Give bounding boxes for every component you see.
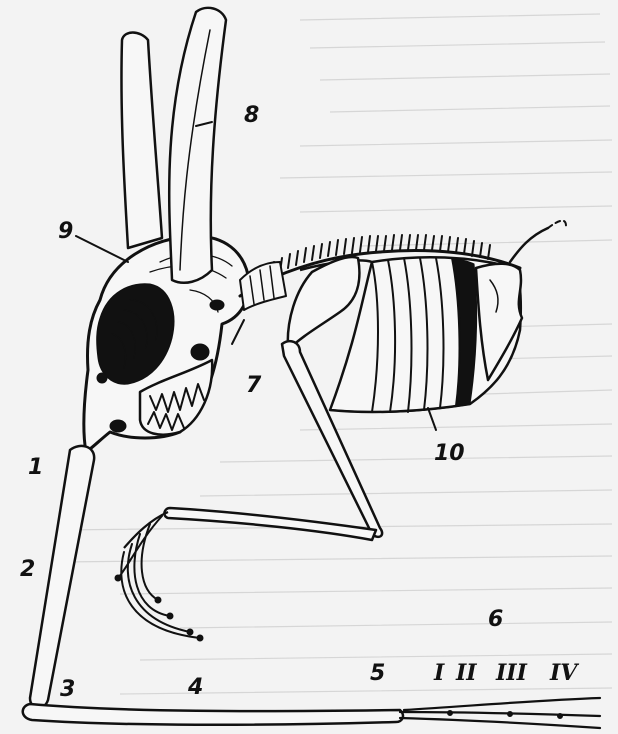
- label-5: 5: [370, 661, 385, 686]
- label-9: 9: [58, 219, 73, 244]
- label-8: 8: [244, 103, 259, 128]
- digit-label-III: III: [495, 660, 528, 686]
- digit-label-I: I: [433, 660, 445, 686]
- label-1: 1: [28, 455, 43, 480]
- ear-opening: [210, 300, 224, 310]
- digit-label-II: II: [455, 660, 477, 686]
- label-3: 3: [60, 677, 75, 702]
- jaw-joint: [191, 344, 209, 360]
- label-6: 6: [488, 607, 503, 632]
- label-10: 10: [434, 441, 465, 466]
- label-4: 4: [187, 675, 203, 700]
- label-7: 7: [246, 373, 262, 398]
- digit-label-IV: IV: [549, 660, 579, 686]
- label-2: 2: [20, 557, 35, 582]
